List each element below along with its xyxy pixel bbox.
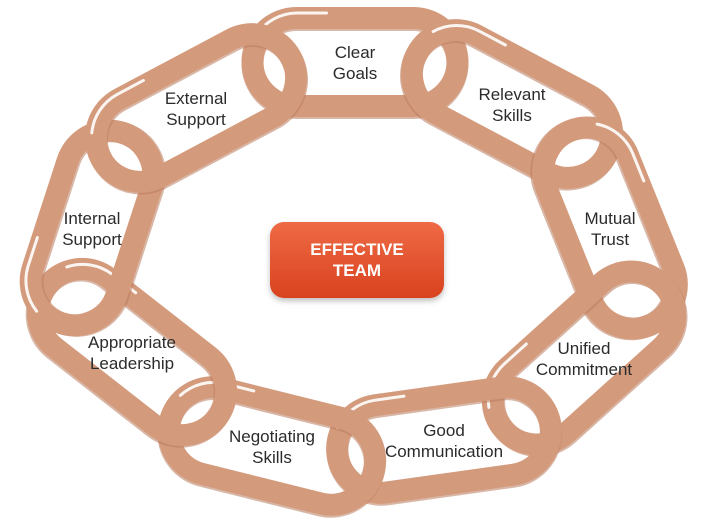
chain-link-internal-support [19,119,167,337]
link-label-external-support-2: Support [166,110,226,129]
link-label-clear-goals-2: Goals [333,64,377,83]
center-badge [270,222,444,298]
link-label-internal-support-1: Internal [64,209,121,228]
link-label-unified-commitment-2: Commitment [536,360,633,379]
link-label-clear-goals-1: Clear [335,43,376,62]
link-label-appropriate-leadership-1: Appropriate [88,333,176,352]
center-badge-box [270,222,444,298]
chain-link-unified-commitment [481,260,688,457]
chain-link-external-support [84,23,309,195]
link-label-appropriate-leadership-2: Leadership [90,354,174,373]
chain-link-relevant-skills [399,19,624,191]
chain-links [19,7,688,518]
link-label-unified-commitment-1: Unified [558,339,611,358]
chain-labels: ClearGoalsRelevantSkillsMutualTrustUnifi… [62,43,635,467]
link-label-mutual-trust-2: Trust [591,230,629,249]
link-label-internal-support-2: Support [62,230,122,249]
link-label-mutual-trust-1: Mutual [584,209,635,228]
center-title-line2: TEAM [333,261,381,280]
link-label-negotiating-skills-1: Negotiating [229,427,315,446]
link-label-good-communication-2: Communication [385,442,503,461]
chain-link-mutual-trust [530,116,688,341]
center-title-line1: EFFECTIVE [310,240,404,259]
link-label-good-communication-1: Good [423,421,465,440]
link-label-relevant-skills-1: Relevant [478,85,545,104]
link-label-external-support-1: External [165,89,227,108]
link-label-negotiating-skills-2: Skills [252,448,292,467]
link-label-relevant-skills-2: Skills [492,106,532,125]
chain-link-clear-goals [241,7,469,119]
